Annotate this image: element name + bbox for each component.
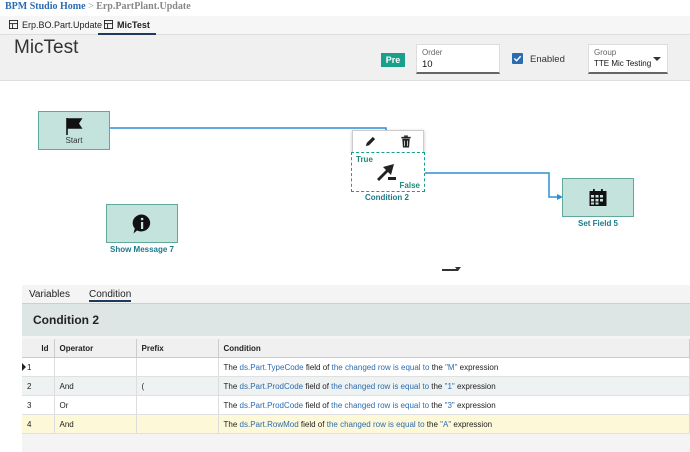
row-pointer-icon [22,363,26,371]
breadcrumb-separator: > [88,1,94,12]
show-message-node[interactable] [106,204,178,243]
grid-icon [9,20,18,29]
breadcrumb-current[interactable]: Erp.PartPlant.Update [96,1,191,12]
field-link[interactable]: ds.Part.ProdCode [239,381,304,391]
breadcrumb-home[interactable]: BPM Studio Home [5,1,86,12]
order-field[interactable]: Order 10 [416,44,500,74]
row-operator[interactable]: And [54,414,137,434]
operator-link[interactable]: the changed row is equal to [331,362,430,372]
column-header-id[interactable]: Id [22,339,55,358]
operator-link[interactable]: the changed row is equal to [331,400,430,410]
field-link[interactable]: ds.Part.ProdCode [239,400,304,410]
tab-label: MicTest [117,19,150,30]
tab-label: Erp.BO.Part.Update [22,19,103,30]
page-title: MicTest [14,37,79,58]
field-link[interactable]: ds.Part.TypeCode [239,362,304,372]
panel-splitter[interactable] [442,269,458,271]
set-field-node-label: Set Field 5 [577,219,618,228]
true-label: True [356,155,373,164]
checkmark-icon [513,55,522,62]
show-message-node-label: Show Message 7 [109,245,175,254]
value-link[interactable]: "3" [444,400,455,410]
row-id: 2 [22,376,55,396]
node-toolbar [352,130,424,153]
column-header-operator[interactable]: Operator [54,339,137,358]
value-link[interactable]: "1" [444,381,455,391]
split-arrows-icon [377,164,396,181]
chevron-down-icon[interactable] [653,57,661,61]
column-header-prefix[interactable]: Prefix [136,339,219,358]
condition-section [22,303,690,336]
flag-icon [66,118,83,135]
pencil-icon[interactable] [364,135,377,148]
arrowhead [557,194,563,200]
row-condition[interactable]: The ds.Part.RowMod field of the changed … [218,414,690,434]
order-label: Order [422,48,443,57]
enabled-label: Enabled [530,54,565,65]
breadcrumb: BPM Studio Home > Erp.PartPlant.Update [5,1,191,12]
column-header-condition[interactable]: Condition [218,339,690,358]
row-prefix[interactable] [136,414,219,434]
condition-node-label: Condition 2 [365,193,409,202]
table-row[interactable]: 3 Or The ds.Part.ProdCode field of the c… [22,395,690,415]
table-header-row: Id Operator Prefix Condition [22,339,690,358]
row-prefix[interactable]: ( [136,376,219,396]
set-field-node[interactable] [562,178,634,217]
group-select[interactable]: Group TTE Mic Testing [588,44,668,74]
connector-condition-setfield [423,172,558,198]
false-label: False [399,181,420,190]
row-id: 3 [22,395,55,415]
row-id: 4 [22,414,55,434]
calendar-grid-icon [589,188,607,206]
value-link[interactable]: "A" [440,419,452,429]
row-operator[interactable]: And [54,376,137,396]
row-operator[interactable] [54,357,137,377]
field-link[interactable]: ds.Part.RowMod [239,419,299,429]
chevron-down-icon[interactable] [455,267,461,271]
start-node[interactable]: Start [38,111,110,150]
row-id: 1 [22,357,55,377]
trash-icon[interactable] [400,135,412,148]
row-prefix[interactable] [136,357,219,377]
table-row[interactable]: 4 And The ds.Part.RowMod field of the ch… [22,414,690,434]
tab-strip: Erp.BO.Part.Update MicTest [0,16,690,35]
directive-header [0,35,690,81]
grid-icon [104,20,113,29]
section-title: Condition 2 [33,313,99,327]
table-row[interactable]: 1 The ds.Part.TypeCode field of the chan… [22,357,690,377]
order-input[interactable]: 10 [422,59,433,70]
row-condition[interactable]: The ds.Part.ProdCode field of the change… [218,395,690,415]
status-badge: Pre [381,53,405,67]
enabled-checkbox[interactable] [512,53,523,64]
connector-start-condition [108,127,387,147]
row-operator[interactable]: Or [54,395,137,415]
group-label: Group [594,48,617,57]
info-bubble-icon [132,213,151,233]
tab-mictest[interactable]: MicTest [98,16,156,35]
condition-table: Id Operator Prefix Condition 1 The ds.Pa… [22,339,690,434]
tab-erp-bo-part-update[interactable]: Erp.BO.Part.Update [3,16,108,33]
value-link[interactable]: "M" [445,362,458,372]
table-row[interactable]: 2 And ( The ds.Part.ProdCode field of th… [22,376,690,396]
row-condition[interactable]: The ds.Part.TypeCode field of the change… [218,357,690,377]
operator-link[interactable]: the changed row is equal to [331,381,430,391]
condition-node[interactable]: True False [351,152,425,192]
start-node-label: Start [65,136,83,145]
row-condition[interactable]: The ds.Part.ProdCode field of the change… [218,376,690,396]
group-value: TTE Mic Testing [594,59,652,68]
row-prefix[interactable] [136,395,219,415]
tab-variables[interactable]: Variables [29,289,70,300]
tab-condition[interactable]: Condition [89,289,132,302]
operator-link[interactable]: the changed row is equal to [326,419,425,429]
